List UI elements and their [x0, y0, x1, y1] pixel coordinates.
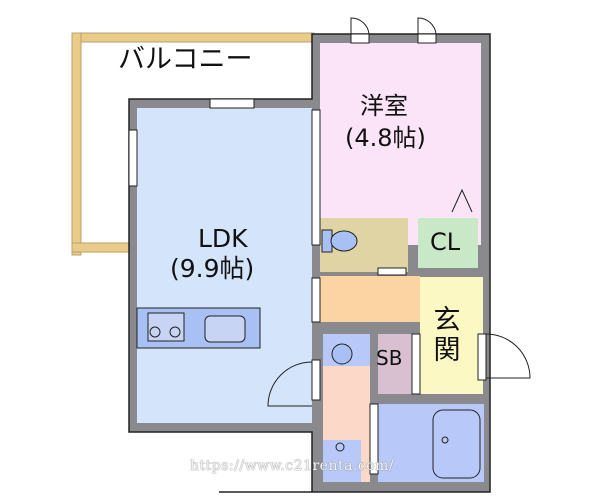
ldk-size: (9.9帖)	[170, 254, 255, 283]
shoe-box-label: SB	[376, 346, 403, 370]
room-ldk	[137, 108, 312, 423]
room-bath	[378, 404, 484, 482]
room-hall	[320, 276, 420, 322]
bathtub-icon	[432, 409, 481, 479]
washing-machine-area	[323, 440, 361, 482]
watermark: https://www.c21renta.com/	[190, 458, 395, 474]
washbasin-icon	[331, 343, 353, 365]
room-entrance	[420, 277, 483, 394]
room-western	[320, 43, 481, 245]
western-room-size: (4.8帖)	[345, 124, 426, 152]
kitchen-counter	[136, 307, 261, 349]
balcony-label: バルコニー	[118, 44, 253, 75]
toilet-icon	[321, 229, 358, 253]
ldk-label: LDK	[198, 224, 248, 253]
closet-label: CL	[430, 228, 461, 256]
room-closet	[418, 218, 478, 268]
western-room-label: 洋室	[360, 92, 408, 120]
sink-icon	[204, 315, 246, 343]
drain-icon	[335, 442, 345, 452]
windows	[128, 33, 487, 475]
room-shoe-box	[378, 334, 413, 394]
entrance-label: 玄関	[433, 305, 461, 366]
door-swings	[267, 17, 531, 407]
